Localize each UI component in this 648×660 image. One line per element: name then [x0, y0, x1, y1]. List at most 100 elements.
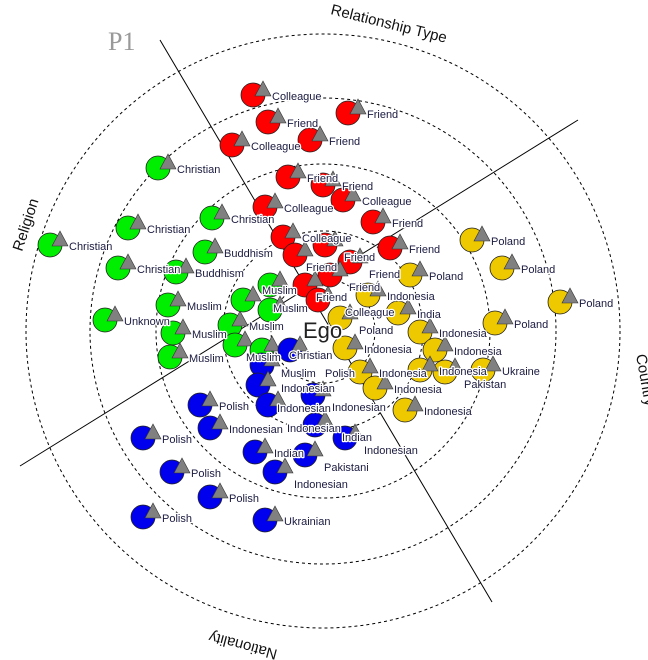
- node-nationality[interactable]: [242, 437, 274, 465]
- triangle-marker: [319, 285, 337, 302]
- node-label: Friend: [316, 292, 347, 304]
- node-relationship[interactable]: [219, 130, 251, 158]
- node-religion[interactable]: [192, 237, 224, 265]
- node-label: Muslim: [249, 321, 284, 333]
- node-nationality[interactable]: [130, 423, 162, 451]
- triangle-marker: [346, 423, 364, 440]
- node-country[interactable]: [347, 357, 379, 385]
- node-country[interactable]: [397, 260, 429, 288]
- node-relationship[interactable]: [317, 260, 349, 288]
- node-relationship[interactable]: [310, 170, 342, 198]
- triangle-marker: [244, 285, 262, 302]
- node-religion[interactable]: [115, 213, 147, 241]
- triangle-marker: [341, 303, 359, 320]
- node-label: Friend: [342, 181, 373, 193]
- node-country[interactable]: [392, 395, 424, 423]
- triangle-marker: [271, 295, 289, 312]
- node-country[interactable]: [407, 317, 439, 345]
- node-religion[interactable]: [217, 310, 249, 338]
- node-label: Colleague: [362, 196, 412, 208]
- node-relationship[interactable]: [240, 80, 272, 108]
- triangle-marker: [346, 333, 364, 350]
- triangle-marker: [291, 335, 309, 352]
- node-religion[interactable]: [257, 295, 289, 323]
- node-label: Ukraine: [502, 366, 540, 378]
- node-relationship[interactable]: [282, 240, 314, 268]
- node-label: Indonesian: [332, 402, 386, 414]
- node-country[interactable]: [385, 298, 417, 326]
- node-relationship[interactable]: [335, 98, 367, 126]
- node-country[interactable]: [547, 287, 579, 315]
- node-country[interactable]: [332, 333, 364, 361]
- node-nationality[interactable]: [262, 457, 294, 485]
- node-label: Friend: [307, 173, 338, 185]
- node-country[interactable]: [355, 280, 387, 308]
- node-country[interactable]: [327, 303, 359, 331]
- node-label: Poland: [491, 236, 525, 248]
- node-label: Friend: [306, 262, 337, 274]
- node-country[interactable]: [482, 308, 514, 336]
- node-religion[interactable]: [199, 203, 231, 231]
- node-label: Polish: [219, 401, 249, 413]
- node-label: Ukrainian: [284, 516, 330, 528]
- node-relationship[interactable]: [377, 233, 409, 261]
- node-religion[interactable]: [163, 257, 195, 285]
- node-relationship[interactable]: [330, 185, 362, 213]
- node-nationality[interactable]: [302, 410, 334, 438]
- node-nationality[interactable]: [292, 440, 324, 468]
- node-nationality[interactable]: [332, 423, 364, 451]
- node-label: Indonesia: [379, 368, 428, 380]
- node-country[interactable]: [432, 357, 464, 385]
- node-relationship[interactable]: [297, 125, 329, 153]
- triangle-marker: [201, 390, 219, 407]
- node-label: Friend: [344, 252, 375, 264]
- triangle-marker: [289, 162, 307, 179]
- node-label: Friend: [329, 136, 360, 148]
- node-religion[interactable]: [37, 230, 69, 258]
- node-country[interactable]: [422, 335, 454, 363]
- node-nationality[interactable]: [197, 482, 229, 510]
- node-religion[interactable]: [155, 290, 187, 318]
- node-country[interactable]: [489, 253, 521, 281]
- node-country[interactable]: [470, 355, 502, 383]
- node-nationality[interactable]: [300, 380, 332, 408]
- triangle-marker: [306, 270, 324, 287]
- node-nationality[interactable]: [252, 505, 284, 533]
- node-nationality[interactable]: [255, 390, 287, 418]
- node-label: Poland: [579, 298, 613, 310]
- node-nationality[interactable]: [197, 413, 229, 441]
- node-religion[interactable]: [230, 285, 262, 313]
- triangle-marker: [206, 237, 224, 254]
- triangle-marker: [296, 240, 314, 257]
- node-religion[interactable]: [145, 153, 177, 181]
- node-label: Muslim: [192, 329, 227, 341]
- node-relationship[interactable]: [360, 207, 392, 235]
- node-nationality[interactable]: [277, 335, 309, 363]
- node-relationship[interactable]: [312, 230, 344, 258]
- node-relationship[interactable]: [275, 162, 307, 190]
- node-country[interactable]: [459, 225, 491, 253]
- node-religion[interactable]: [160, 318, 192, 346]
- node-religion[interactable]: [222, 330, 254, 358]
- node-country[interactable]: [407, 355, 439, 383]
- node-relationship[interactable]: [252, 192, 284, 220]
- sector-label-country: Country: [632, 353, 648, 408]
- node-relationship[interactable]: [255, 107, 287, 135]
- node-nationality[interactable]: [187, 390, 219, 418]
- node-relationship[interactable]: [305, 285, 337, 313]
- triangle-marker: [144, 423, 162, 440]
- sector-divider: [159, 39, 493, 603]
- node-religion[interactable]: [92, 305, 124, 333]
- node-religion[interactable]: [105, 253, 137, 281]
- triangle-marker: [436, 335, 454, 352]
- node-religion[interactable]: [257, 270, 289, 298]
- node-nationality[interactable]: [245, 370, 277, 398]
- triangle-marker: [259, 370, 277, 387]
- node-relationship[interactable]: [270, 222, 302, 250]
- triangle-marker: [316, 410, 334, 427]
- node-country[interactable]: [362, 373, 394, 401]
- node-nationality[interactable]: [159, 457, 191, 485]
- node-religion[interactable]: [157, 342, 189, 370]
- node-nationality[interactable]: [130, 502, 162, 530]
